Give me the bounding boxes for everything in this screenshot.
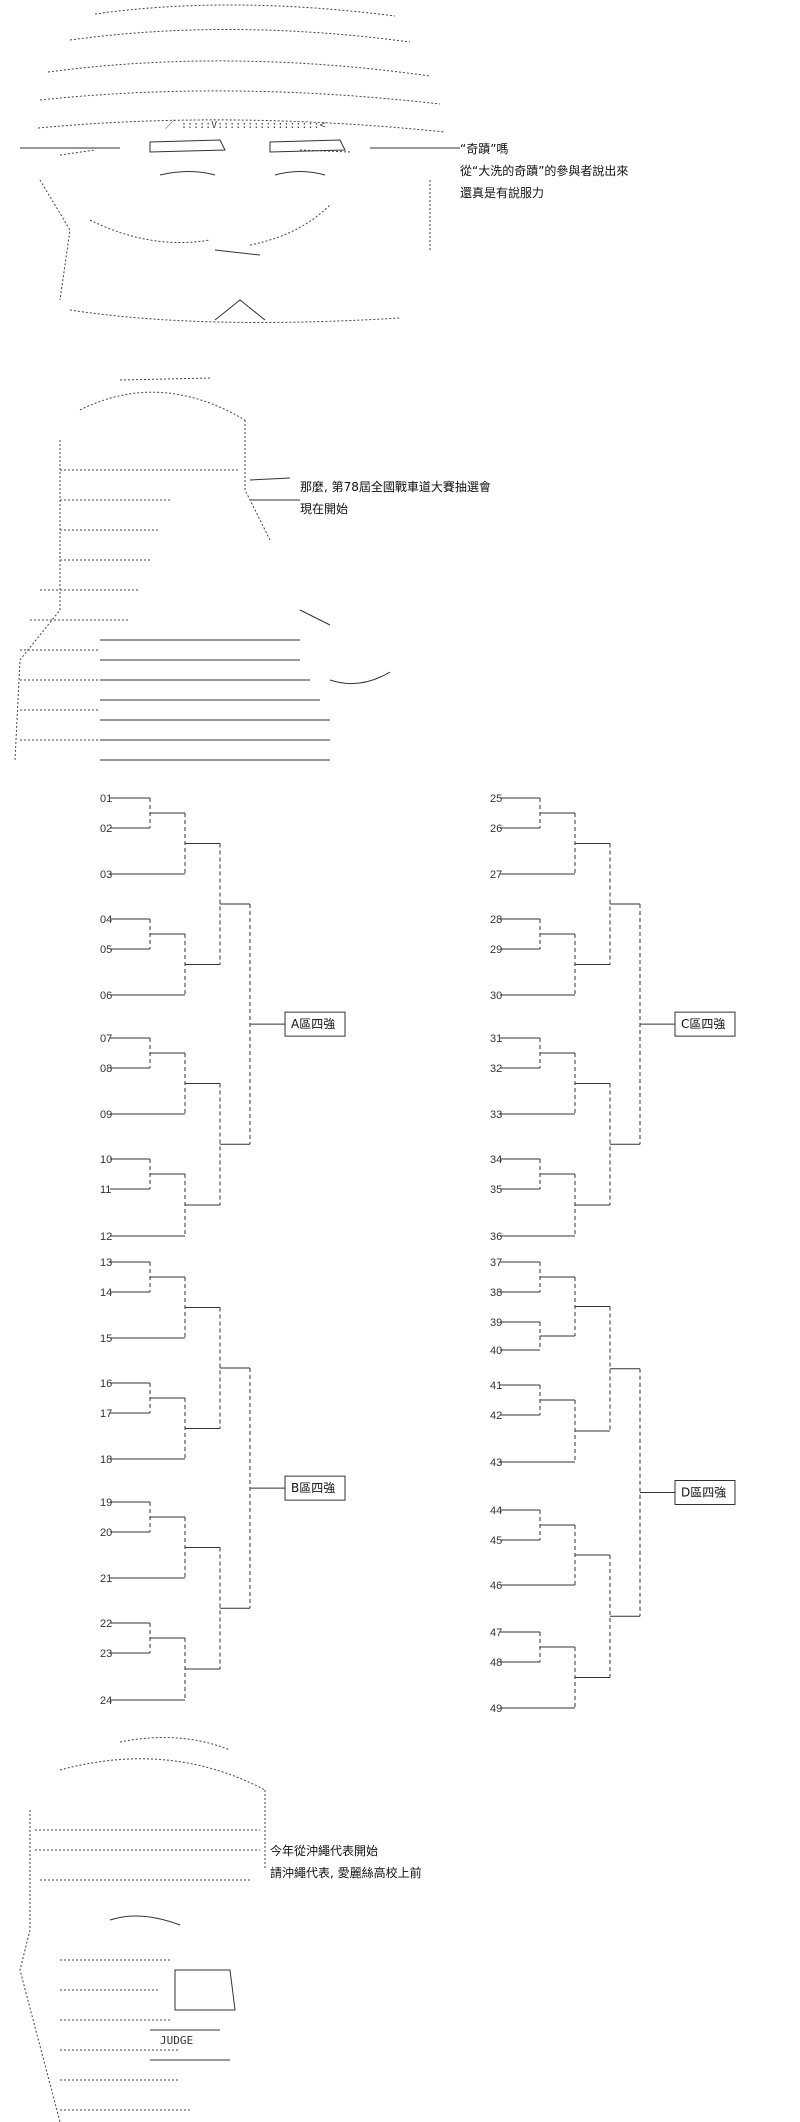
aa-art-face-1: ／ :::::V:::::::::::::::::<	[20, 4, 460, 323]
seed-label: 37	[490, 1257, 502, 1269]
caption-line: 那麼, 第78屆全國戰車道大賽抽選會	[300, 480, 491, 494]
seed-label: 39	[490, 1317, 502, 1329]
bracket-d-lines: 37 38 39 40 41 42 43 44 45 46 47 48 49 D區四強	[490, 1257, 736, 1715]
seed-label: 19	[100, 1497, 112, 1509]
bracket-a-lines: 01 02 03 04 05 06 07 08 09 10 11 12 A區四強	[100, 793, 346, 1243]
aa-art-panel-3: JUDGE	[0, 1730, 460, 2122]
seed-label: 45	[490, 1535, 502, 1547]
seed-label: 38	[490, 1287, 502, 1299]
seed-label: 08	[100, 1063, 112, 1075]
seed-label: 18	[100, 1454, 112, 1466]
bracket-c: 25 26 27 28 29 30 31 32 33 34 35 36 C區四強	[490, 786, 800, 1266]
seed-label: 44	[490, 1505, 502, 1517]
seed-label: 15	[100, 1333, 112, 1345]
seed-label: 41	[490, 1380, 502, 1392]
seed-label: 21	[100, 1573, 112, 1585]
caption-line: 還真是有說服力	[460, 186, 545, 200]
seed-label: 03	[100, 869, 112, 881]
seed-label: 25	[490, 793, 502, 805]
seed-label: 46	[490, 1580, 502, 1592]
caption-line: 現在開始	[300, 502, 349, 516]
caption-line: “奇蹟”嗎	[460, 142, 509, 156]
bracket-d: 37 38 39 40 41 42 43 44 45 46 47 48 49 D區四強	[490, 1250, 800, 1730]
seed-label: 13	[100, 1257, 112, 1269]
caption-line: 從“大洗的奇蹟”的參與者說出來	[460, 164, 629, 178]
seed-label: 47	[490, 1627, 502, 1639]
aa-art-panel-1: ／ :::::V:::::::::::::::::<	[0, 0, 460, 345]
bracket-a: 01 02 03 04 05 06 07 08 09 10 11 12 A區四強	[100, 786, 430, 1266]
seed-label: 04	[100, 914, 112, 926]
final-four-box	[674, 1011, 736, 1037]
seed-label: 22	[100, 1618, 112, 1630]
seed-label: 12	[100, 1231, 112, 1243]
caption-panel-3: 今年從沖繩代表開始 請沖繩代表, 愛麗絲高校上前	[270, 1840, 422, 1884]
seed-label: 06	[100, 990, 112, 1002]
seed-label: 23	[100, 1648, 112, 1660]
caption-line: 今年從沖繩代表開始	[270, 1844, 379, 1858]
seed-label: 31	[490, 1033, 502, 1045]
judge-badge: JUDGE	[160, 2034, 193, 2047]
seed-label: 30	[490, 990, 502, 1002]
final-four-label: A區四強	[291, 1017, 335, 1031]
seed-label: 42	[490, 1410, 502, 1422]
seed-label: 26	[490, 823, 502, 835]
seed-label: 40	[490, 1345, 502, 1357]
caption-line: 請沖繩代表, 愛麗絲高校上前	[270, 1866, 422, 1880]
final-four-label: C區四強	[681, 1017, 725, 1031]
seed-label: 49	[490, 1703, 502, 1715]
seed-label: 36	[490, 1231, 502, 1243]
seed-label: 34	[490, 1154, 502, 1166]
seed-label: 28	[490, 914, 502, 926]
caption-panel-2: 那麼, 第78屆全國戰車道大賽抽選會 現在開始	[300, 476, 491, 520]
bracket-b-lines: 13 14 15 16 17 18 19 20 21 22 23 24 B區四強	[100, 1257, 346, 1707]
seed-label: 09	[100, 1109, 112, 1121]
bracket-b: 13 14 15 16 17 18 19 20 21 22 23 24 B區四強	[100, 1250, 430, 1730]
seed-label: 32	[490, 1063, 502, 1075]
final-four-label: B區四強	[291, 1481, 335, 1495]
final-four-box	[284, 1011, 346, 1037]
seed-label: 10	[100, 1154, 112, 1166]
seed-label: 02	[100, 823, 112, 835]
seed-label: 29	[490, 944, 502, 956]
seed-label: 35	[490, 1184, 502, 1196]
final-four-label: D區四強	[681, 1486, 726, 1500]
seed-label: 05	[100, 944, 112, 956]
seed-label: 11	[100, 1184, 111, 1196]
aa-glyph-text: ／ :::::V:::::::::::::::::<	[165, 119, 326, 131]
seed-label: 16	[100, 1378, 112, 1390]
seed-label: 43	[490, 1457, 502, 1469]
seed-label: 27	[490, 869, 502, 881]
final-four-box	[674, 1480, 736, 1505]
seed-label: 17	[100, 1408, 112, 1420]
aa-art-figure-2	[14, 377, 391, 761]
seed-label: 14	[100, 1287, 112, 1299]
seed-label: 20	[100, 1527, 112, 1539]
seed-label: 48	[490, 1657, 502, 1669]
aa-art-figure-3: JUDGE	[19, 1737, 266, 2122]
final-four-box	[284, 1475, 346, 1501]
seed-label: 07	[100, 1033, 112, 1045]
seed-label: 33	[490, 1109, 502, 1121]
seed-label: 01	[100, 793, 112, 805]
caption-panel-1: “奇蹟”嗎 從“大洗的奇蹟”的參與者說出來 還真是有說服力	[460, 138, 628, 204]
bracket-c-lines: 25 26 27 28 29 30 31 32 33 34 35 36 C區四強	[490, 793, 736, 1243]
seed-label: 24	[100, 1695, 112, 1707]
aa-art-panel-2	[0, 360, 460, 770]
